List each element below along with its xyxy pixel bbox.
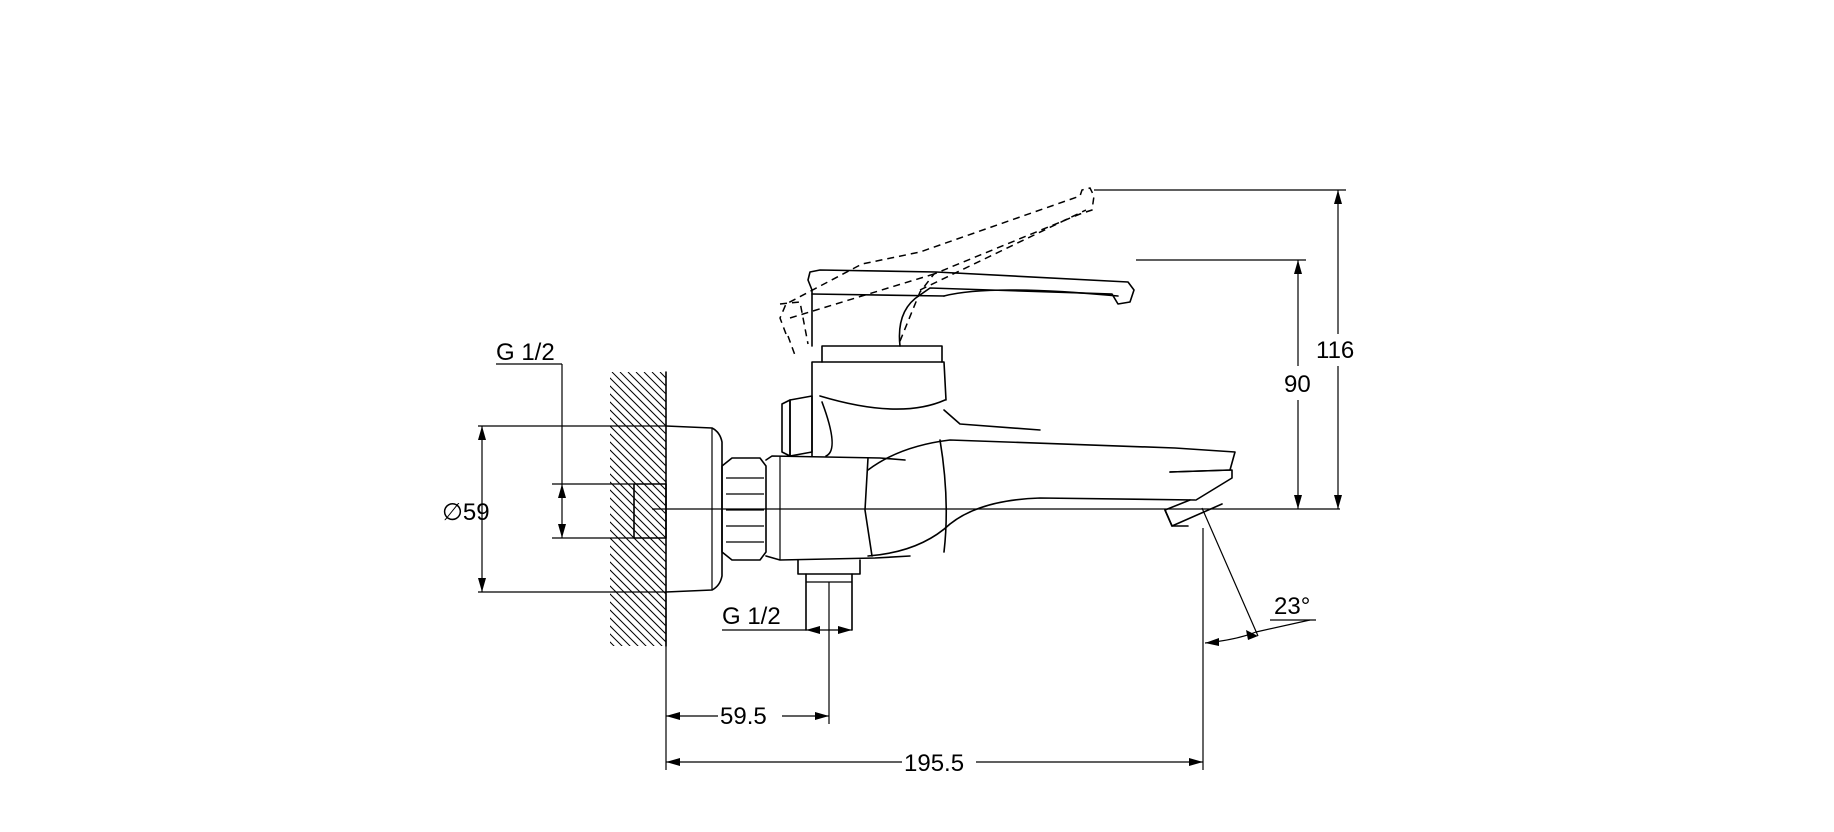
dim-outlet-offset	[665, 582, 830, 770]
dim-thread-outlet	[722, 626, 852, 634]
lever-handle-raised-dashed	[779, 187, 1095, 359]
hex-nut	[721, 457, 767, 561]
label-spout-angle: 23°	[1274, 593, 1310, 620]
dim-height-lever	[1136, 259, 1306, 509]
label-thread-outlet: G 1/2	[722, 603, 781, 630]
faucet-body	[765, 361, 1236, 561]
lever-handle	[807, 269, 1135, 363]
label-spout-reach: 195.5	[904, 750, 964, 777]
dim-spout-angle	[1201, 507, 1316, 646]
label-thread-inlet: G 1/2	[496, 339, 555, 366]
label-height-raised: 116	[1316, 337, 1354, 364]
dim-thread-inlet	[496, 363, 634, 539]
dim-diameter	[478, 425, 666, 593]
label-diameter: ∅59	[442, 499, 490, 526]
label-height-lever: 90	[1284, 371, 1311, 398]
label-outlet-offset: 59.5	[720, 703, 767, 730]
dim-height-raised	[1094, 189, 1346, 509]
dim-spout-reach	[666, 528, 1204, 770]
wall-section	[610, 371, 667, 647]
inlet-pipe	[633, 483, 667, 539]
